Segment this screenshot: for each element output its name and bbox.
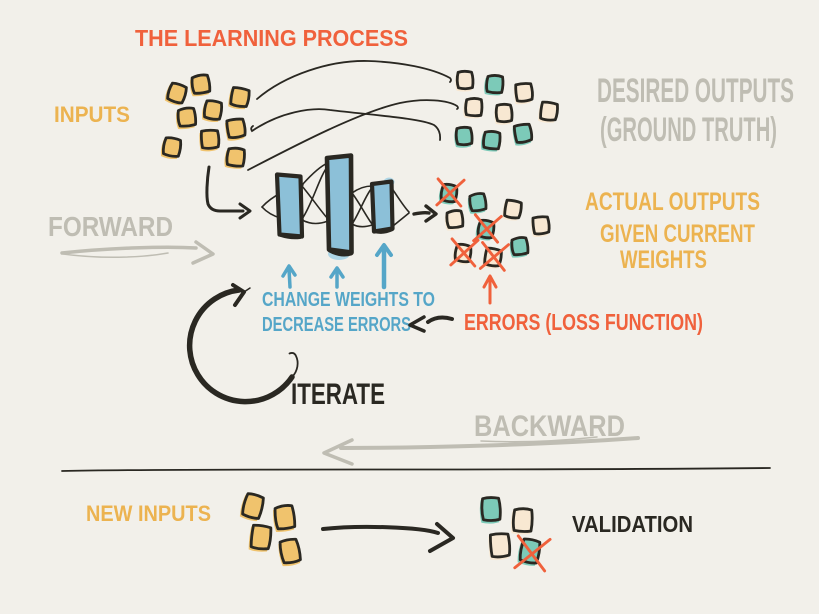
svg-text:WEIGHTS: WEIGHTS [620, 246, 707, 274]
svg-text:ACTUAL OUTPUTS: ACTUAL OUTPUTS [585, 188, 760, 216]
svg-text:GIVEN CURRENT: GIVEN CURRENT [600, 220, 755, 248]
svg-text:FORWARD: FORWARD [48, 211, 173, 242]
svg-text:DESIRED OUTPUTS: DESIRED OUTPUTS [597, 72, 794, 110]
svg-text:NEW INPUTS: NEW INPUTS [86, 501, 211, 526]
svg-text:(GROUND TRUTH): (GROUND TRUTH) [600, 111, 777, 149]
svg-text:ERRORS (LOSS FUNCTION): ERRORS (LOSS FUNCTION) [464, 309, 703, 335]
svg-text:INPUTS: INPUTS [54, 102, 130, 127]
svg-text:DECREASE ERRORS: DECREASE ERRORS [262, 314, 411, 336]
svg-text:ITERATE: ITERATE [291, 378, 385, 411]
svg-text:VALIDATION: VALIDATION [572, 511, 693, 537]
svg-text:CHANGE WEIGHTS TO: CHANGE WEIGHTS TO [262, 289, 435, 311]
svg-text:THE LEARNING PROCESS: THE LEARNING PROCESS [135, 25, 408, 51]
svg-text:BACKWARD: BACKWARD [474, 410, 625, 443]
